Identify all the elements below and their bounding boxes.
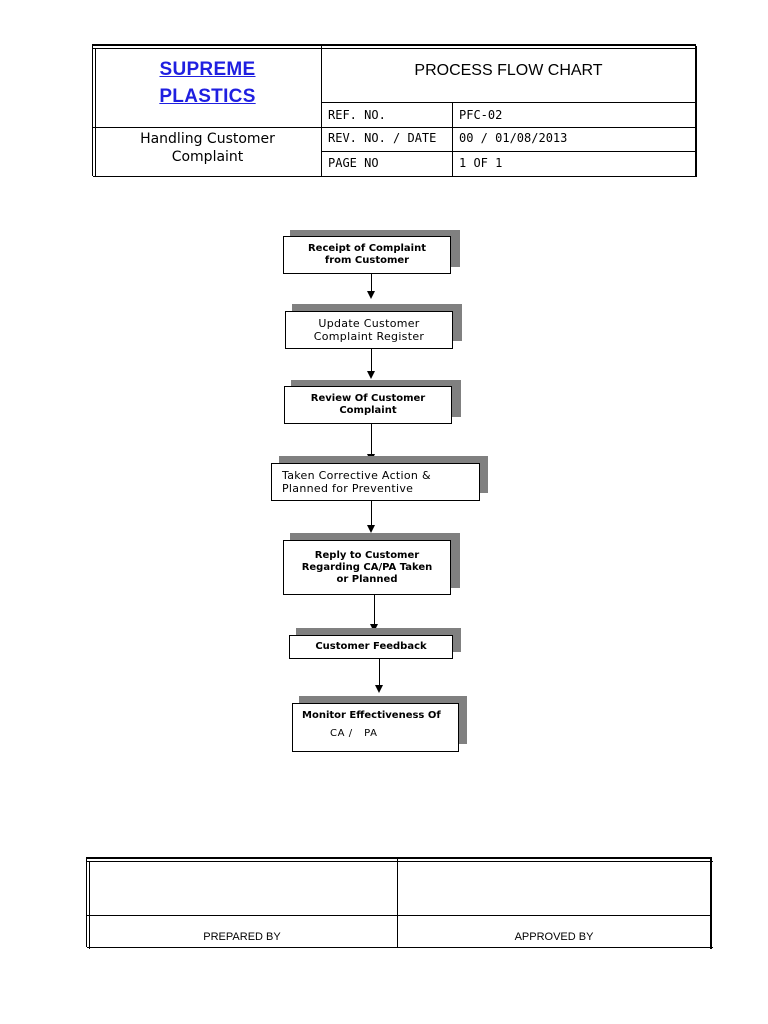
border-line — [87, 861, 713, 862]
flow-step-monitor-effectiveness: Monitor Effectiveness Of CA / PA — [292, 703, 459, 752]
border-line — [93, 48, 697, 49]
company-name[interactable]: SUPREME PLASTICS — [93, 56, 322, 110]
divider — [452, 102, 453, 177]
divider — [93, 127, 322, 128]
prepared-by-label: PREPARED BY — [203, 931, 281, 943]
company-name-line1: SUPREME — [159, 59, 256, 80]
flow-step-reply-to-customer: Reply to Customer Regarding CA/PA Taken … — [283, 540, 451, 595]
ref-no-value: PFC-02 — [459, 108, 503, 122]
document-subject: Handling Customer Complaint — [93, 130, 322, 166]
rev-no-date-value: 00 / 01/08/2013 — [459, 131, 568, 145]
connector-line — [374, 595, 375, 625]
border-line — [87, 947, 713, 948]
arrow-down-icon — [367, 291, 375, 299]
step-text: or Planned — [336, 573, 398, 585]
divider — [321, 46, 322, 177]
flow-step-update-register: Update Customer Complaint Register — [285, 311, 453, 349]
step-text: Taken Corrective Action & — [282, 469, 431, 482]
connector-line — [371, 501, 372, 525]
connector-line — [371, 274, 372, 292]
step-text: Complaint — [339, 405, 397, 416]
flow-step-corrective-action: Taken Corrective Action & Planned for Pr… — [271, 463, 480, 501]
border-line — [89, 861, 90, 949]
company-name-line2: PLASTICS — [159, 86, 256, 107]
border-line — [95, 48, 96, 176]
ref-no-label: REF. NO. — [328, 108, 386, 122]
approved-by-signature-area[interactable] — [399, 862, 709, 914]
prepared-by-signature-area[interactable] — [90, 862, 396, 914]
step-text: Regarding CA/PA Taken — [301, 561, 433, 573]
page-no-value: 1 OF 1 — [459, 156, 503, 170]
connector-line — [371, 424, 372, 454]
flow-step-receipt-of-complaint: Receipt of Complaint from Customer — [283, 236, 451, 274]
step-text: Reply to Customer — [314, 549, 420, 561]
step-text: Planned for Preventive — [282, 482, 414, 495]
step-text: from Customer — [324, 255, 410, 266]
rev-no-date-label: REV. NO. / DATE — [328, 131, 437, 145]
connector-line — [379, 659, 380, 686]
step-text: Monitor Effectiveness Of — [302, 710, 441, 721]
connector-line — [371, 349, 372, 371]
border-line — [93, 176, 697, 177]
arrow-down-icon — [367, 371, 375, 379]
step-text: Receipt of Complaint — [307, 243, 427, 254]
arrow-down-icon — [375, 685, 383, 693]
step-text: Complaint Register — [313, 330, 425, 343]
step-text: Customer Feedback — [315, 641, 427, 652]
step-text: CA / PA — [330, 728, 378, 739]
border-line — [710, 859, 712, 949]
document-title: PROCESS FLOW CHART — [414, 62, 603, 79]
divider — [397, 859, 398, 948]
signature-table: PREPARED BY APPROVED BY — [86, 857, 713, 949]
subject-line1: Handling Customer — [140, 131, 275, 147]
page-no-label: PAGE NO — [328, 156, 379, 170]
step-text: Update Customer — [318, 317, 420, 330]
divider — [322, 102, 695, 103]
step-text: Review Of Customer — [310, 393, 426, 404]
subject-line2: Complaint — [171, 149, 244, 165]
border-line — [695, 46, 697, 177]
flow-step-customer-feedback: Customer Feedback — [289, 635, 453, 659]
divider — [87, 915, 712, 916]
arrow-down-icon — [367, 525, 375, 533]
flow-step-review-complaint: Review Of Customer Complaint — [284, 386, 452, 424]
approved-by-label: APPROVED BY — [514, 931, 594, 943]
document-header: SUPREME PLASTICS Handling Customer Compl… — [92, 44, 697, 177]
divider — [322, 151, 695, 152]
divider — [322, 127, 695, 128]
